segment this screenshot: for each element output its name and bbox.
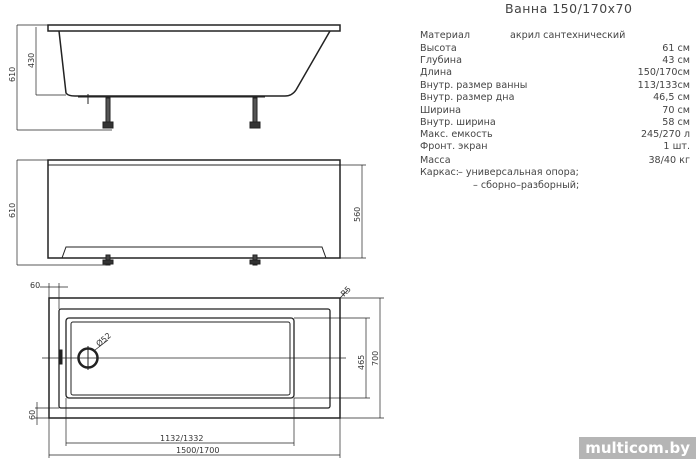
dim-front-height: 610	[8, 203, 17, 218]
spec-row: Длина 150/170см	[420, 67, 690, 79]
spec-detail: – сборно–разборный;	[473, 180, 580, 191]
spec-label: Каркас:	[420, 167, 459, 178]
spec-value: 46,5 см	[653, 92, 690, 103]
spec-label: Макс. емкость	[420, 129, 493, 140]
front-view: 610 560	[8, 159, 366, 266]
leg	[249, 97, 261, 129]
spec-label: Внутр. размер ванны	[420, 80, 528, 91]
spec-row: Фронт. экран 1 шт.	[420, 141, 690, 153]
spec-label: Масса	[420, 155, 451, 166]
foot	[249, 254, 261, 266]
side-view: 610 430	[8, 24, 341, 131]
spec-value: 70 см	[662, 105, 690, 116]
spec-row: Масса 38/40 кг	[420, 155, 690, 167]
dim-front-panel: 560	[353, 207, 362, 222]
spec-title: Ванна 150/170x70	[505, 1, 633, 16]
spec-value: 245/270 л	[640, 129, 690, 140]
spec-detail: акрил сантехнический	[510, 30, 626, 41]
watermark: multicom.by	[579, 437, 696, 459]
spec-label: Ширина	[420, 105, 461, 116]
spec-value: 38/40 кг	[648, 155, 690, 166]
foot	[102, 254, 114, 266]
spec-row: Макс. емкость 245/270 л	[420, 129, 690, 141]
spec-value: 61 см	[662, 43, 690, 54]
spec-row: – сборно–разборный;	[420, 180, 690, 192]
spec-value: 150/170см	[637, 67, 690, 78]
leg	[102, 97, 114, 129]
dim-inner-width: 465	[357, 355, 366, 370]
spec-row: Ширина 70 см	[420, 105, 690, 117]
spec-value: 58 см	[662, 117, 690, 128]
spec-row: Материал акрил сантехнический	[420, 30, 690, 42]
spec-label: Внутр. размер дна	[420, 92, 515, 103]
spec-label: Высота	[420, 43, 457, 54]
spec-label: Фронт. экран	[420, 141, 488, 152]
spec-row: Внутр. размер ванны 113/133см	[420, 80, 690, 92]
dim-drain: Ø52	[94, 330, 113, 348]
spec-value: 43 см	[662, 55, 690, 66]
dim-side-height: 610	[8, 67, 17, 82]
spec-label: Глубина	[420, 55, 462, 66]
spec-value: 1 шт.	[663, 141, 690, 152]
spec-label: Длина	[420, 67, 453, 78]
dim-rim-left: 60	[30, 281, 40, 290]
dim-inner-length: 1132/1332	[160, 434, 203, 443]
spec-detail: – универсальная опора;	[458, 167, 579, 178]
dim-rim-bottom: 60	[28, 410, 37, 420]
dim-outer-length: 1500/1700	[176, 446, 219, 455]
spec-row: Глубина 43 см	[420, 55, 690, 67]
dim-outer-width: 700	[371, 351, 380, 366]
spec-row: Внутр. ширина 58 см	[420, 117, 690, 129]
spec-row: Высота 61 см	[420, 43, 690, 55]
dim-side-depth: 430	[27, 53, 36, 68]
spec-label: Внутр. ширина	[420, 117, 496, 128]
top-view: Ø52 R5 60 60 465 700 1132/1332 1500/1700	[28, 281, 384, 458]
spec-row: Каркас:– универсальная опора;	[420, 167, 690, 179]
spec-label: Материал	[420, 30, 470, 41]
spec-value: 113/133см	[637, 80, 690, 91]
spec-row: Внутр. размер дна 46,5 см	[420, 92, 690, 104]
dim-radius: R5	[339, 285, 353, 299]
